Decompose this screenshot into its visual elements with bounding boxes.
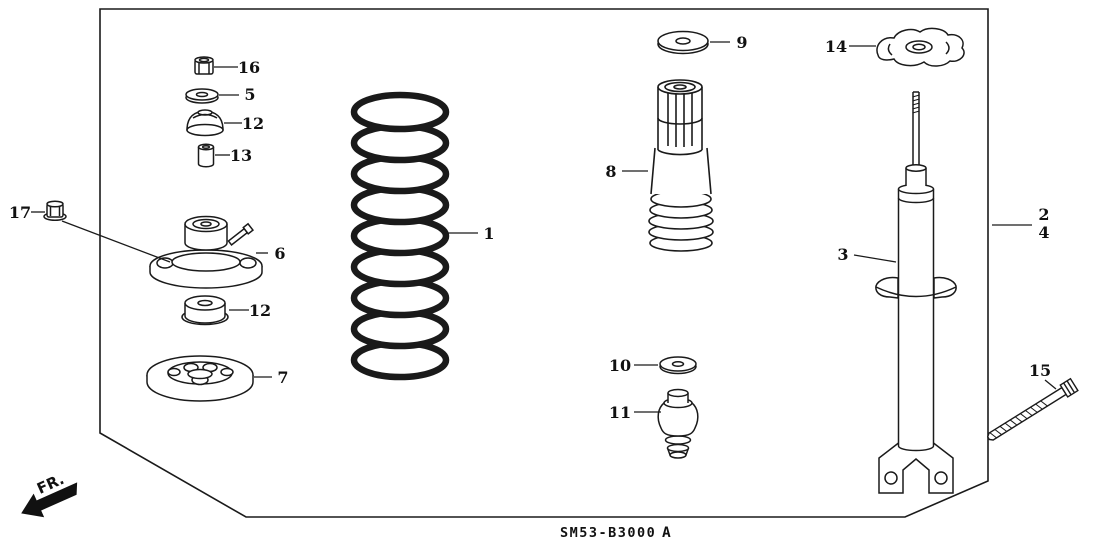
rod-threads xyxy=(912,94,920,114)
callout-1: 1 xyxy=(483,224,494,243)
callout-10: 10 xyxy=(609,356,631,375)
arrow-icon xyxy=(21,482,78,518)
callout-12b: 12 xyxy=(249,301,271,320)
callout-7: 7 xyxy=(277,368,288,387)
mount-bracket-part14 xyxy=(876,27,965,67)
callout-9: 9 xyxy=(736,33,747,52)
upper-mount-part6 xyxy=(149,215,263,289)
washer-part5 xyxy=(185,88,219,104)
diagram-code: SM53-B3000 xyxy=(560,525,656,541)
callout-15: 15 xyxy=(1029,361,1051,380)
flange-nut-part17 xyxy=(43,200,67,222)
dust-boot-part8 xyxy=(648,79,714,252)
shock-absorber-part2 xyxy=(875,91,957,494)
diagram-code-suffix: A xyxy=(662,525,672,541)
callout-3: 3 xyxy=(837,245,848,264)
callout-12a: 12 xyxy=(242,114,264,133)
bolt-part15 xyxy=(986,377,1079,441)
coil-spring-part1 xyxy=(350,91,450,381)
callout-6: 6 xyxy=(274,244,285,263)
rubber-mount-part12a xyxy=(186,109,224,137)
callout-11: 11 xyxy=(609,403,631,422)
callout-2: 2 xyxy=(1038,205,1049,224)
callout-4: 4 xyxy=(1038,223,1049,242)
bushing-part12b xyxy=(181,295,229,326)
leader-lines xyxy=(31,41,1057,413)
callout-5: 5 xyxy=(244,85,255,104)
nut-part16 xyxy=(194,56,214,75)
callout-16: 16 xyxy=(238,58,260,77)
washer-part9 xyxy=(657,30,709,55)
frame-border xyxy=(99,8,989,518)
washer-part10 xyxy=(659,356,697,375)
bump-stop-part11 xyxy=(657,388,699,459)
callout-8: 8 xyxy=(605,162,616,181)
fr-direction-arrow: FR. xyxy=(21,470,78,518)
callout-14: 14 xyxy=(825,37,847,56)
callout-17: 17 xyxy=(9,203,31,222)
spring-seat-part7 xyxy=(146,355,254,402)
collar-part13 xyxy=(197,143,215,168)
callout-13: 13 xyxy=(230,146,252,165)
